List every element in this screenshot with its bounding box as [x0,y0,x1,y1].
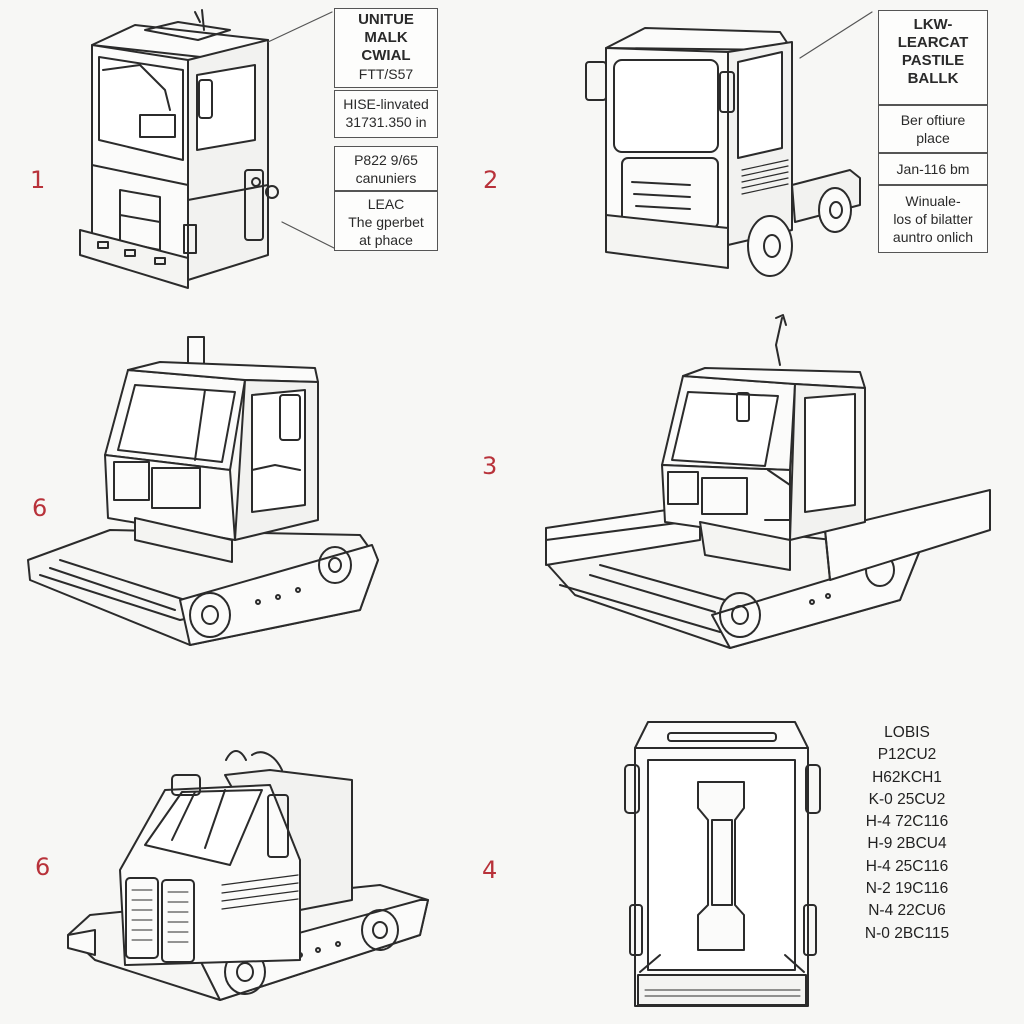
fig1-title-line-3: CWIAL [361,47,411,64]
figure-number-1: 1 [30,166,46,194]
fig2-title-line-1: LKW- [913,16,953,33]
fig2-dim-line-1: Jan-116 bm [896,161,970,177]
fig1-title-line-2: MALK [364,29,408,46]
fig2-note-line-1: Winuale- [905,193,961,209]
fig2-callout-title: LKW- LEARCAT PASTILE BALLK [878,10,988,105]
spec-item: H-4 25C116 [865,857,949,875]
figure-number-3: 3 [482,452,498,480]
fig1-parts-line-1: P822 9/65 [354,152,418,168]
fig1-callout-title: UNITUE MALK CWIAL FTT/S57 [334,8,438,88]
fig2-callout-note: Winuale- los of bilatter auntro onlich [878,185,988,253]
fig1-callout-note: LEAC The gperbet at phace [334,191,438,251]
figure-number-4: 4 [482,856,498,884]
fig2-note-line-3: auntro onlich [892,229,974,245]
spec-item: N-2 19C116 [865,880,949,898]
vehicle-1-drawing [79,9,279,289]
fig1-note-line-1: LEAC [367,196,405,212]
fig1-note-line-3: at phace [359,232,413,248]
fig2-note-line-2: los of bilatter [893,211,973,227]
fig1-title-line-4: FTT/S57 [358,66,414,82]
fig1-title-line-1: UNITUE [358,11,414,28]
spec-item: N-4 22CU6 [868,902,946,920]
fig2-callout-place: Ber oftiure place [878,105,988,153]
fig2-title-line-4: BALLK [907,70,959,87]
spec-item: P12CU2 [877,746,937,764]
spec-item: LOBIS [884,724,930,741]
fig2-title-line-3: PASTILE [901,52,965,69]
fig2-leader-lines [799,11,873,59]
spec-item: H62KCH1 [872,768,942,786]
spec-item: H-9 2BCU4 [867,835,947,853]
vehicle-6b-drawing [67,750,429,1001]
vehicle-4-drawing [624,721,821,1007]
fig2-place-line-1b: Ber oftiure [900,112,966,128]
fig1-note-line-2: The gperbet [348,214,424,230]
fig2-callout-dimension: Jan-116 bm [878,153,988,185]
fig2-title-line-2: LEARCAT [897,34,969,51]
fig1-dim-line-2: 31731.350 in [345,114,427,130]
figure-number-6a: 6 [32,494,48,522]
figure-number-6b: 6 [35,853,51,881]
spec-list: LOBIS P12CU2 H62KCH1 K-0 25CU2 H-4 72C11… [842,722,972,945]
fig1-callout-dimensions: HISE-linvated 31731.350 in [334,90,438,138]
figure-number-2: 2 [483,166,499,194]
spec-item: K-0 25CU2 [868,790,946,808]
vehicle-3-drawing [545,314,991,649]
spec-item: N-0 2BC115 [864,924,950,942]
vehicle-2-drawing [585,27,861,277]
vehicle-6a-drawing [27,336,379,646]
fig1-dim-line-1: HISE-linvated [343,96,429,112]
fig1-leader-lines [267,11,335,249]
fig1-parts-line-2: canuniers [355,170,417,186]
spec-item: H-4 72C116 [865,813,949,831]
fig1-callout-parts: P822 9/65 canuniers [334,146,438,191]
fig2-place-line-2: place [916,130,950,146]
